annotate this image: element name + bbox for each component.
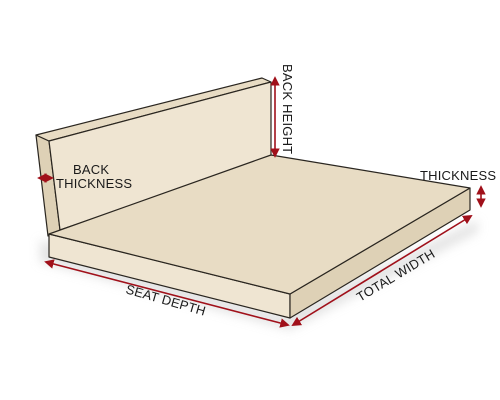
total-width-dimension [291, 214, 473, 327]
dimension-lines [37, 76, 486, 328]
back-thickness-label-line1: BACK [73, 162, 109, 177]
back-thickness-label-line2: THICKNESS [56, 176, 132, 191]
thickness-label: THICKNESS [420, 168, 496, 183]
back-height-label: BACK HEIGHT [280, 64, 295, 154]
seat-depth-dimension [44, 259, 290, 328]
